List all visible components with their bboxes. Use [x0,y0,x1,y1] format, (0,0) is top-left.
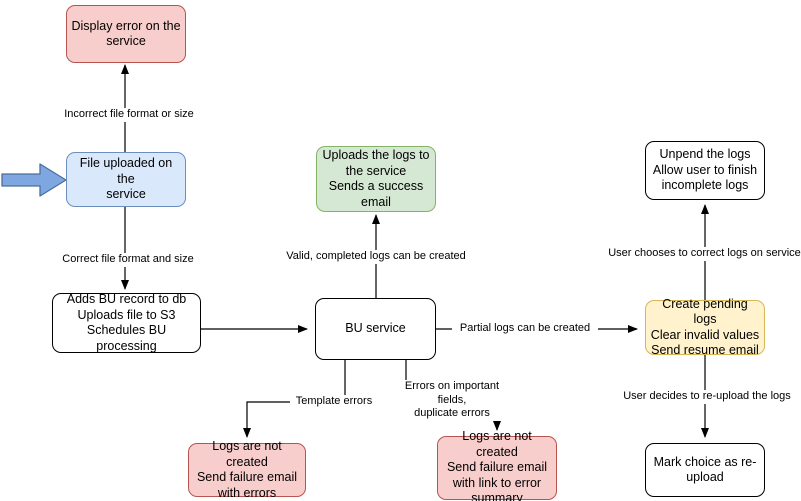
node-unpend-logs[interactable]: Unpend the logs Allow user to finish inc… [645,141,765,200]
node-mark-reupload[interactable]: Mark choice as re- upload [645,443,765,497]
edge-label-important-fields: Errors on important fields, duplicate er… [395,380,509,421]
entry-arrow-icon [1,163,67,197]
edge-label-template-errors: Template errors [290,395,378,409]
node-uploads-logs-label: Uploads the logs to the service Sends a … [322,148,430,209]
node-logs-not-created-template-label: Logs are not created Send failure email … [196,439,298,500]
edge-label-user-reupload: User decides to re-upload the logs [613,390,801,404]
edge-label-valid-logs: Valid, completed logs can be created [281,250,471,264]
node-file-uploaded-label: File uploaded on the service [79,156,173,202]
edge-label-partial-logs: Partial logs can be created [452,322,598,336]
node-logs-not-created-fields[interactable]: Logs are not created Send failure email … [437,429,557,501]
node-display-error-label: Display error on the service [71,18,181,49]
edge-label-incorrect-format: Incorrect file format or size [57,108,201,122]
node-bu-service[interactable]: BU service [315,298,436,360]
node-adds-bu-record-label: Adds BU record to db Uploads file to S3 … [66,292,187,353]
node-create-pending-logs-label: Create pending logs Clear invalid values… [650,296,760,358]
node-unpend-logs-label: Unpend the logs Allow user to finish inc… [652,147,758,193]
edge-label-correct-format: Correct file format and size [57,253,199,267]
node-file-uploaded[interactable]: File uploaded on the service [66,152,186,207]
node-logs-not-created-fields-label: Logs are not created Send failure email … [446,429,548,501]
node-uploads-logs[interactable]: Uploads the logs to the service Sends a … [316,146,436,212]
node-create-pending-logs[interactable]: Create pending logs Clear invalid values… [645,297,765,357]
node-adds-bu-record[interactable]: Adds BU record to db Uploads file to S3 … [52,292,201,353]
node-bu-service-label: BU service [345,321,406,336]
node-display-error[interactable]: Display error on the service [66,5,186,63]
edge-label-user-corrects: User chooses to correct logs on service [604,247,801,261]
node-mark-reupload-label: Mark choice as re- upload [653,454,757,485]
node-logs-not-created-template[interactable]: Logs are not created Send failure email … [188,439,306,500]
